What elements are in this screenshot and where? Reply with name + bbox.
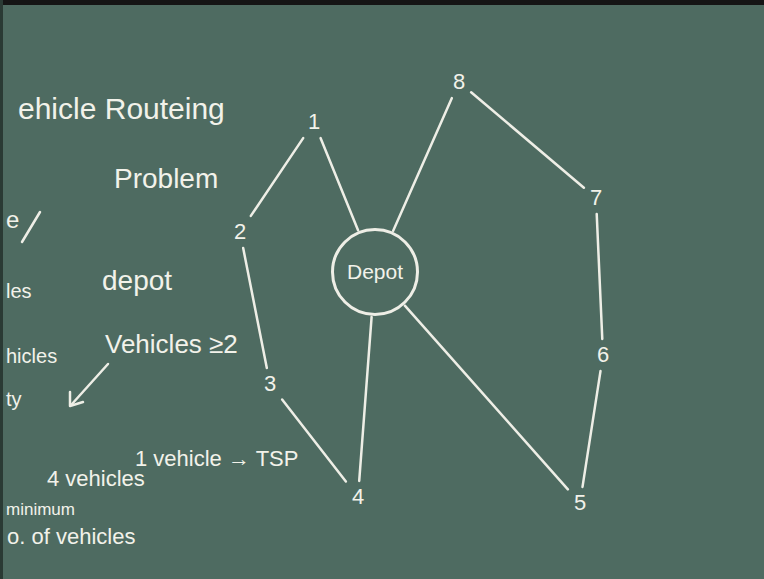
board-text: Problem xyxy=(112,163,220,195)
chalk-arrow xyxy=(70,392,83,406)
board-text: ehicle Routeing xyxy=(16,92,227,127)
customer-node: 2 xyxy=(231,219,249,245)
customer-node: 3 xyxy=(261,371,279,397)
node-number: 4 xyxy=(352,485,364,509)
chalk-tick xyxy=(22,212,40,242)
depot-circle: Depot xyxy=(331,228,419,316)
node-number: 7 xyxy=(590,186,602,210)
node-number: 3 xyxy=(264,372,276,396)
customer-node: 7 xyxy=(587,185,605,211)
node-number: 2 xyxy=(234,220,246,244)
route-edge xyxy=(251,138,303,216)
node-number: 6 xyxy=(597,343,609,367)
route-edge xyxy=(405,306,568,490)
board-text: o. of vehicles xyxy=(5,524,137,549)
route-edge xyxy=(243,248,267,368)
route-edge xyxy=(393,98,452,231)
board-text: hicles xyxy=(4,345,59,368)
node-number: 1 xyxy=(308,110,320,134)
board-text: depot xyxy=(100,265,174,297)
node-number: 8 xyxy=(453,70,465,94)
customer-node: 6 xyxy=(594,342,612,368)
customer-node: 5 xyxy=(571,490,589,516)
node-number: 5 xyxy=(574,491,586,515)
customer-node: 1 xyxy=(305,109,323,135)
board-text: Vehicles ≥2 xyxy=(103,330,240,360)
board-text: 4 vehicles xyxy=(45,466,147,491)
board-text: 1 vehicle → TSP xyxy=(133,446,300,471)
depot-outline xyxy=(333,230,418,315)
board-edge xyxy=(0,0,764,5)
board-text: minimum xyxy=(4,500,77,520)
board-text: ty xyxy=(4,388,24,411)
customer-node: 8 xyxy=(450,69,468,95)
board-edge xyxy=(0,0,3,579)
route-edge xyxy=(471,92,584,187)
board-text: e xyxy=(4,206,21,234)
route-edge xyxy=(597,214,603,339)
chalk-arrow xyxy=(72,364,108,404)
route-edge xyxy=(321,138,359,230)
customer-node: 4 xyxy=(349,484,367,510)
route-edge xyxy=(359,317,371,481)
depot-label: Depot xyxy=(347,260,403,283)
board-text: les xyxy=(4,280,34,303)
route-edge xyxy=(583,371,601,487)
